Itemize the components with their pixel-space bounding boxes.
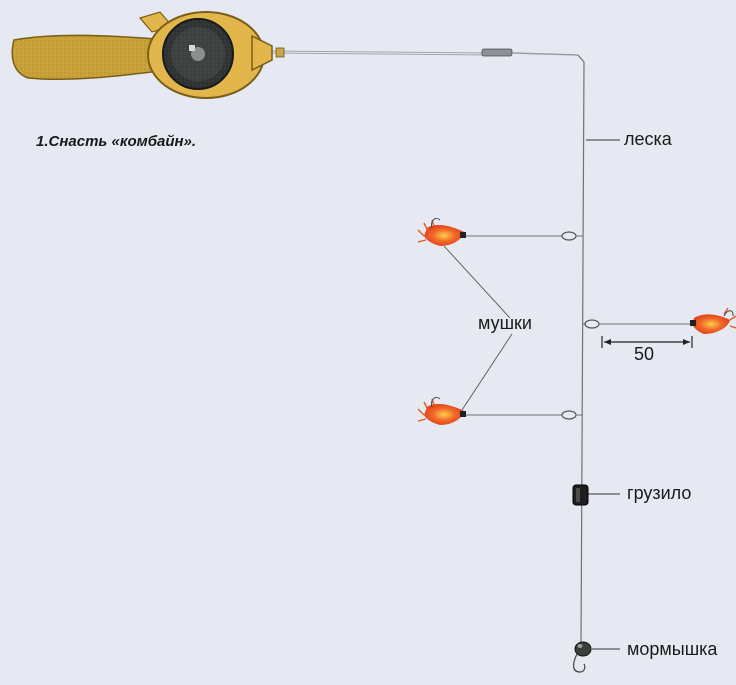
distance-label: 50 — [634, 344, 655, 364]
jig-label: мормышка — [627, 639, 718, 659]
sinker-label: грузило — [627, 483, 692, 503]
distance-dimension — [601, 336, 693, 348]
fishing-rod-icon — [11, 11, 579, 81]
fly-icon — [417, 217, 466, 246]
branch-lower — [466, 410, 583, 420]
flies-pointer-upper — [443, 245, 511, 319]
flies-pointer-lower — [461, 333, 513, 411]
fly-icon — [417, 396, 466, 425]
line-label: леска — [624, 129, 672, 149]
figure-caption: 1.Снасть «комбайн». — [36, 133, 197, 150]
sinker-icon — [572, 484, 589, 506]
jig-icon — [573, 641, 592, 673]
flies-label: мушки — [478, 313, 532, 333]
reel-icon — [147, 11, 273, 99]
fly-icon — [690, 307, 736, 334]
branch-middle — [583, 319, 692, 329]
main-line — [577, 54, 585, 646]
branch-upper — [466, 231, 583, 241]
